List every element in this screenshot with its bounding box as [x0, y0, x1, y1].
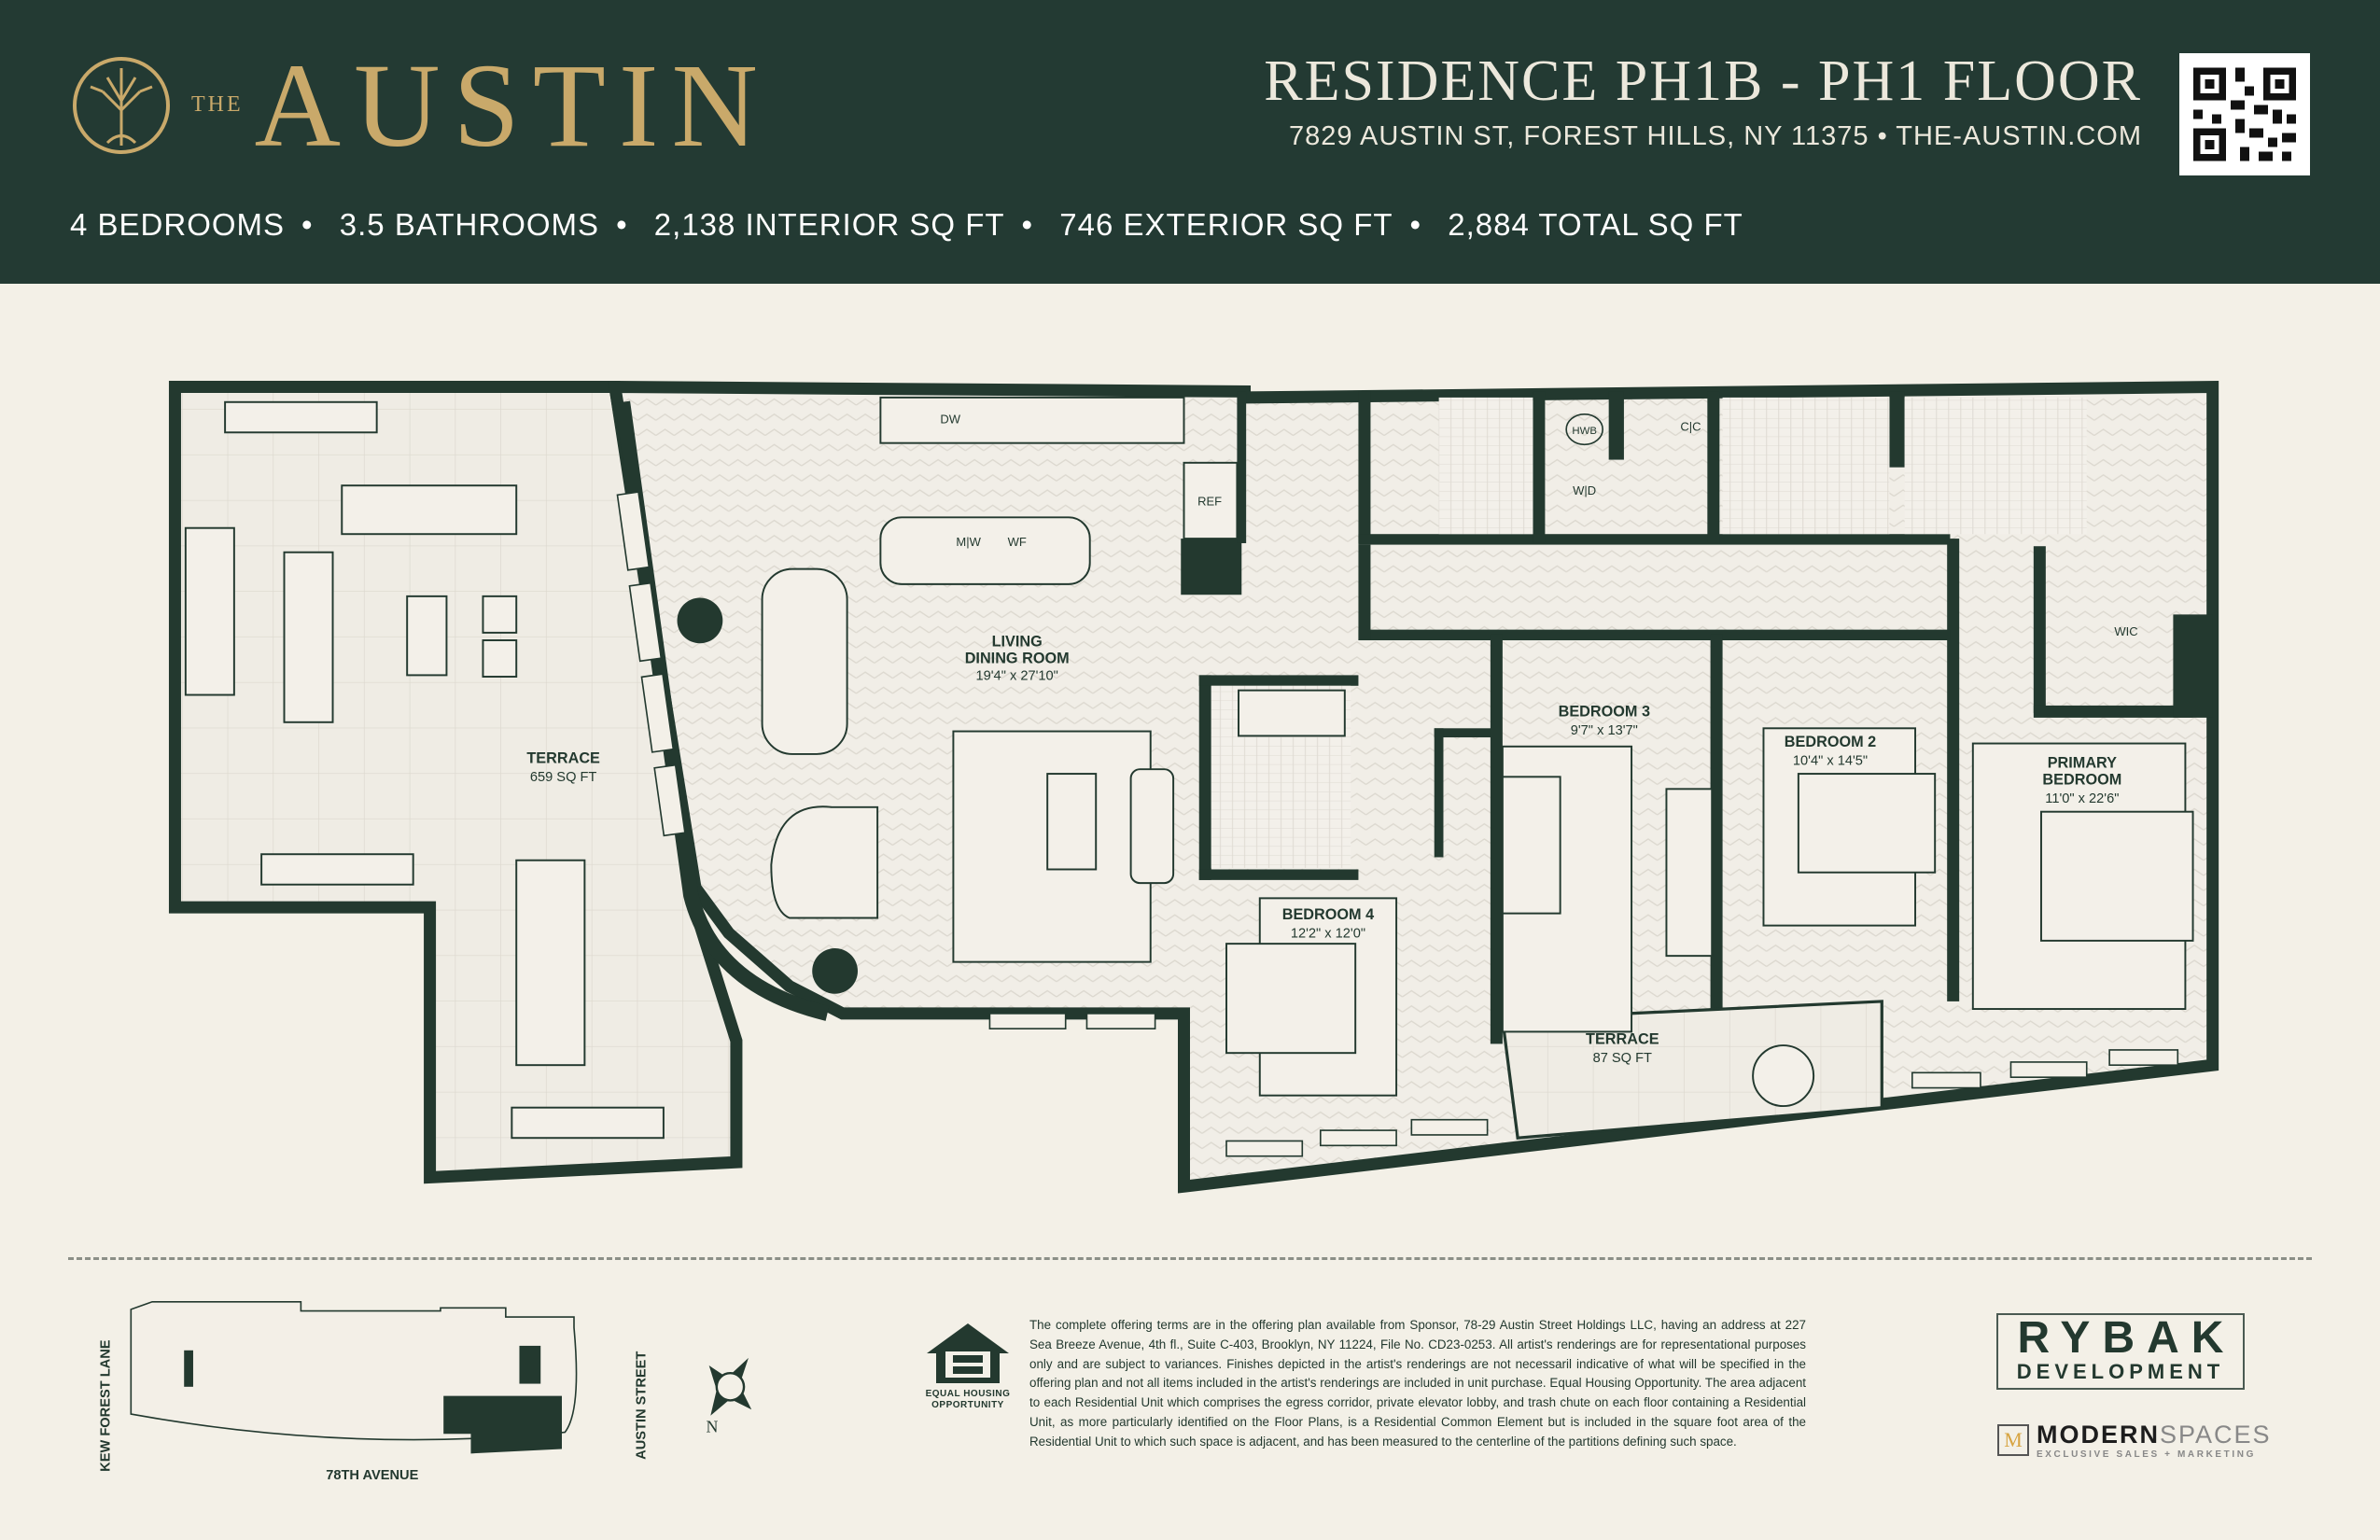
wf-label: WF — [1008, 535, 1027, 549]
bedroom2-label: BEDROOM 2 — [1785, 734, 1876, 750]
dw-label: DW — [940, 413, 960, 427]
equal-housing-icon — [927, 1323, 1009, 1383]
ms-modern: MODERN — [2037, 1421, 2160, 1449]
cc-label: C|C — [1680, 420, 1701, 434]
bedroom2-dims: 10'4" x 14'5" — [1793, 753, 1868, 768]
primary-label-2: BEDROOM — [2042, 771, 2121, 788]
terrace-large-label: TERRACE — [526, 750, 600, 767]
the-austin-logo: THE AUSTIN — [70, 46, 771, 165]
bedroom4-dims: 12'2" x 12'0" — [1291, 927, 1365, 942]
stat-exterior: 746 EXTERIOR SQ FT — [1059, 207, 1393, 242]
eho-label-1: EQUAL HOUSING — [925, 1389, 1011, 1399]
terrace-large-area: 659 SQ FT — [530, 770, 597, 785]
section-divider — [68, 1257, 2312, 1260]
logo-name: AUSTIN — [254, 38, 771, 172]
stat-bedrooms: 4 BEDROOMS — [70, 207, 286, 242]
unit-stats: 4 BEDROOMS• 3.5 BATHROOMS• 2,138 INTERIO… — [70, 207, 1743, 242]
stat-bathrooms: 3.5 BATHROOMS — [339, 207, 600, 242]
terrace-small-area: 87 SQ FT — [1593, 1051, 1652, 1066]
furniture — [184, 396, 2194, 1140]
primary-label: PRIMARY — [2048, 755, 2117, 772]
qr-code[interactable] — [2179, 53, 2310, 175]
bedroom4-label: BEDROOM 4 — [1282, 906, 1374, 923]
logo-the: THE — [191, 92, 244, 117]
living-label: LIVING — [992, 634, 1043, 651]
rybak-sub: DEVELOPMENT — [2016, 1360, 2225, 1383]
hwb-label: HWB — [1572, 426, 1597, 437]
modern-spaces-logo: M MODERNSPACES EXCLUSIVE SALES + MARKETI… — [1997, 1421, 2272, 1460]
windows — [616, 491, 2179, 1157]
rybak-development-logo: RYBAK DEVELOPMENT — [1996, 1313, 2245, 1390]
modern-spaces-mark: M — [1997, 1424, 2029, 1456]
header: THE AUSTIN RESIDENCE PH1B - PH1 FLOOR 78… — [0, 0, 2380, 284]
mw-label: M|W — [956, 535, 981, 549]
residence-address: 7829 AUSTIN ST, FOREST HILLS, NY 11375 •… — [1289, 121, 2142, 151]
columns — [677, 597, 858, 994]
qr-code-icon — [2193, 67, 2296, 161]
living-dims: 19'4" x 27'10" — [976, 668, 1058, 683]
rybak-name: RYBAK — [2017, 1313, 2236, 1363]
water-heater-icon — [1565, 413, 1603, 446]
eho-label-2: OPPORTUNITY — [931, 1400, 1004, 1410]
compass-icon — [708, 1357, 752, 1416]
tree-emblem-icon — [73, 56, 170, 154]
bedroom3-label: BEDROOM 3 — [1559, 703, 1650, 720]
interior-walls — [1181, 391, 2213, 1044]
residence-title: RESIDENCE PH1B - PH1 FLOOR — [1264, 49, 2142, 113]
bedroom3-dims: 9'7" x 13'7" — [1571, 723, 1638, 738]
stat-interior: 2,138 INTERIOR SQ FT — [653, 207, 1005, 242]
equal-housing-logo: EQUAL HOUSING OPPORTUNITY — [919, 1316, 1016, 1449]
key-plan: KEW FOREST LANE 78TH AVENUE AUSTIN STREE… — [99, 1300, 752, 1483]
ms-sub: EXCLUSIVE SALES + MARKETING — [2037, 1449, 2256, 1460]
curved-window-wall — [614, 400, 830, 1021]
ms-spaces: SPACES — [2160, 1421, 2272, 1449]
wd-label: W|D — [1573, 483, 1596, 497]
primary-dims: 11'0" x 22'6" — [2045, 791, 2119, 806]
keyplan-west-label: KEW FOREST LANE — [99, 1339, 114, 1472]
stat-total: 2,884 TOTAL SQ FT — [1448, 207, 1743, 242]
wic-label: WIC — [2114, 624, 2137, 638]
ref-label: REF — [1197, 494, 1222, 508]
keyplan-east-label: AUSTIN STREET — [634, 1351, 649, 1460]
legal-disclaimer-block: EQUAL HOUSING OPPORTUNITY The complete o… — [919, 1316, 1806, 1452]
compass-north-label: N — [706, 1418, 718, 1436]
keyplan-south-label: 78TH AVENUE — [326, 1468, 418, 1483]
terrace-small-label: TERRACE — [1586, 1030, 1659, 1047]
legal-disclaimer: The complete offering terms are in the o… — [1029, 1318, 1806, 1449]
dining-label: DINING ROOM — [965, 650, 1070, 666]
